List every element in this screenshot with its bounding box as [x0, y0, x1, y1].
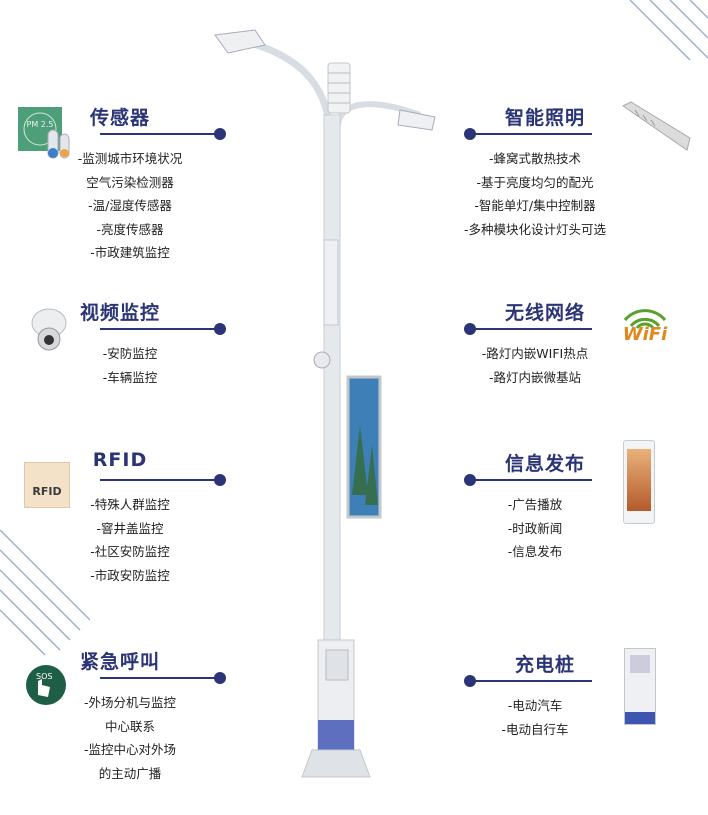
- feature-item: -信息发布: [507, 544, 563, 559]
- feature-item: -路灯内嵌WIFI热点: [481, 346, 589, 361]
- feature-item: -亮度传感器: [96, 221, 164, 237]
- wifi-icon: WiFi: [617, 302, 673, 350]
- connector-dot: [214, 474, 226, 486]
- feature-item: -路灯内嵌微基站: [488, 369, 581, 385]
- section-title: 充电桩: [514, 654, 575, 676]
- dome-camera-icon: [31, 308, 67, 351]
- connector-dot: [214, 672, 226, 684]
- feature-item: -市政安防监控: [90, 567, 170, 583]
- connector-line: [100, 479, 222, 481]
- feature-item: 中心联系: [104, 718, 155, 734]
- feature-item: -安防监控: [102, 346, 158, 361]
- wifi-icon-label: WiFi: [622, 324, 668, 345]
- connector-line: [100, 328, 222, 330]
- connector-line: [100, 677, 222, 679]
- feature-item: -市政建筑监控: [90, 245, 170, 260]
- feature-list: -广告播放 -时政新闻 -信息发布: [455, 493, 615, 564]
- sos-icon-label: SOS: [36, 672, 53, 681]
- connector-dot: [214, 323, 226, 335]
- section-title: 信息发布: [504, 453, 585, 475]
- feature-list: -路灯内嵌WIFI热点 -路灯内嵌微基站: [455, 342, 615, 389]
- connector-dot: [464, 323, 476, 335]
- feature-item: -特殊人群监控: [90, 497, 170, 512]
- street-lamp-head-icon: [622, 101, 691, 151]
- connector-line: [470, 133, 592, 135]
- connector-dot: [464, 128, 476, 140]
- section-title: 无线网络: [504, 302, 585, 324]
- section-title: RFID: [92, 449, 148, 471]
- connector-line: [470, 680, 592, 682]
- feature-list: -特殊人群监控 -窨井盖监控 -社区安防监控 -市政安防监控: [30, 493, 230, 587]
- feature-item: -时政新闻: [507, 520, 563, 536]
- connector-dot: [214, 128, 226, 140]
- feature-item: -监测城市环境状况: [77, 151, 183, 166]
- section-title: 紧急呼叫: [79, 651, 160, 673]
- decorative-lines-bottom-left: [0, 530, 90, 656]
- decorative-lines-top-right: [629, 0, 708, 60]
- feature-item: -温/湿度传感器: [88, 198, 172, 213]
- feature-item: -电动汽车: [507, 698, 563, 713]
- feature-item: -监控中心对外场: [83, 742, 176, 757]
- feature-item: -车辆监控: [102, 369, 158, 385]
- feature-item: -外场分机与监控: [83, 695, 176, 710]
- smart-pole-illustration: [214, 29, 436, 778]
- connector-dot: [464, 675, 476, 687]
- feature-item: 空气污染检测器: [86, 174, 174, 190]
- section-title: 传感器: [89, 107, 150, 129]
- pm25-label: PM 2.5: [26, 120, 54, 129]
- feature-list: -电动汽车 -电动自行车: [455, 694, 615, 741]
- feature-list: -蜂窝式散热技术 -基于亮度均匀的配光 -智能单灯/集中控制器 -多种模块化设计灯头可…: [455, 147, 615, 241]
- feature-item: -社区安防监控: [90, 544, 170, 559]
- feature-list: -安防监控 -车辆监控: [30, 342, 230, 389]
- connector-dot: [464, 474, 476, 486]
- charging-pile-icon: [624, 648, 656, 725]
- sos-icon: SOS: [26, 665, 66, 705]
- rfid-icon: RFID: [24, 462, 70, 508]
- feature-item: -基于亮度均匀的配光: [476, 174, 594, 190]
- connector-line: [470, 479, 592, 481]
- section-title: 智能照明: [504, 107, 585, 129]
- feature-item: -智能单灯/集中控制器: [474, 198, 596, 213]
- feature-item: -窨井盖监控: [96, 520, 164, 536]
- section-title: 视频监控: [79, 302, 160, 324]
- feature-item: -广告播放: [507, 497, 563, 512]
- feature-item: 的主动广播: [98, 765, 162, 781]
- rfid-icon-label: RFID: [32, 485, 62, 498]
- feature-list: -外场分机与监控中心联系 -监控中心对外场的主动广播: [30, 691, 230, 785]
- connector-line: [470, 328, 592, 330]
- feature-list: -监测城市环境状况空气污染检测器 -温/湿度传感器 -亮度传感器 -市政建筑监控: [30, 147, 230, 265]
- feature-item: -多种模块化设计灯头可选: [463, 221, 606, 237]
- thermometer-icon: [47, 129, 70, 159]
- feature-item: -电动自行车: [501, 721, 569, 737]
- connector-line: [100, 133, 222, 135]
- info-display-icon: [623, 440, 655, 524]
- feature-item: -蜂窝式散热技术: [488, 151, 581, 166]
